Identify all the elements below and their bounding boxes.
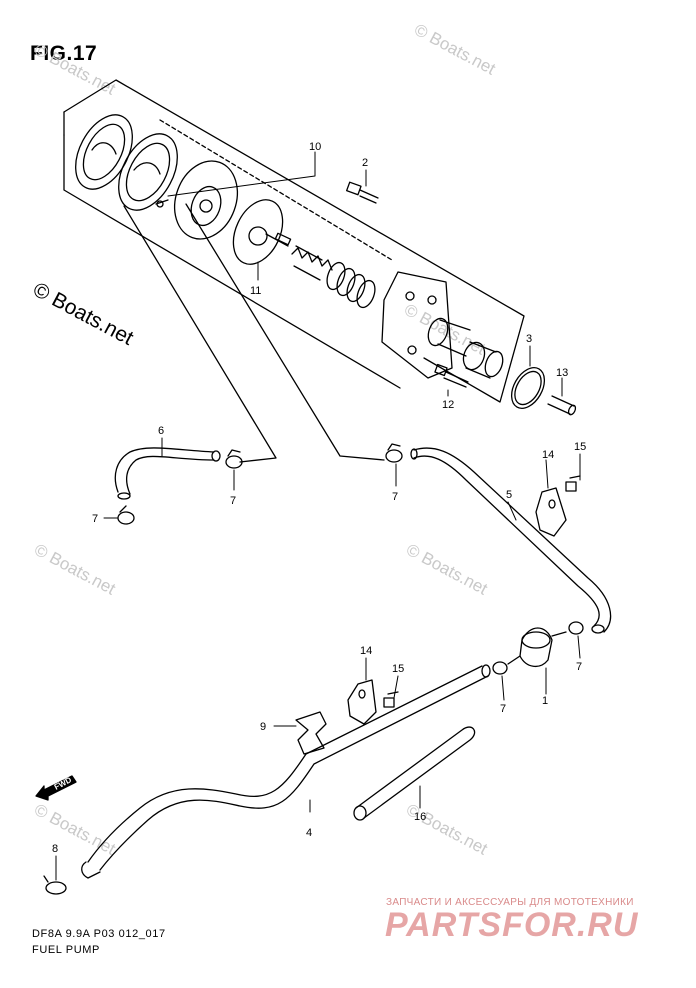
leader-lines (123, 203, 385, 463)
bracket-14b (347, 679, 377, 725)
pump-cover-part (381, 271, 471, 379)
callout-6: 6 (158, 425, 164, 437)
callout-9: 9 (260, 721, 266, 733)
o-ring-part (510, 367, 546, 409)
footer-part-name: FUEL PUMP (32, 944, 100, 956)
callout-15a: 15 (574, 441, 586, 453)
screw-12 (434, 363, 469, 388)
callout-13: 13 (556, 367, 568, 379)
callout-7b: 7 (92, 513, 98, 525)
clamp-7e (492, 661, 508, 675)
diaphragm-stem-part (232, 199, 292, 265)
callout-12: 12 (442, 399, 454, 411)
hose-16-part (353, 726, 476, 821)
callout-14b: 14 (360, 645, 372, 657)
pin-part (547, 395, 577, 416)
shop-logo: PARTSFOR.RU (385, 906, 639, 944)
screw-2 (346, 181, 379, 204)
callout-7a: 7 (230, 495, 236, 507)
footer-model-code: DF8A 9.9A P03 012_017 (32, 928, 166, 940)
callout-7d: 7 (576, 661, 582, 673)
clamp-7d (568, 621, 584, 635)
callout-1: 1 (542, 695, 548, 707)
figure-title: FIG.17 (30, 42, 98, 65)
callout-leaders (55, 151, 581, 881)
callout-7e: 7 (500, 703, 506, 715)
hose-5-part (410, 447, 612, 634)
shop-tagline: ЗАПЧАСТИ И АКСЕССУАРЫ ДЛЯ МОТОТЕХНИКИ (386, 897, 634, 908)
hose-4-part (81, 664, 491, 879)
clamp-7b (117, 505, 135, 525)
fwd-direction-marker (35, 775, 77, 801)
callout-15b: 15 (392, 663, 404, 675)
fuel-filter-part (507, 627, 567, 667)
callout-4: 4 (306, 827, 312, 839)
callout-labels: 10 2 11 3 13 12 6 7 7 7 15 14 5 7 1 7 14… (52, 141, 586, 855)
clip-9 (295, 711, 327, 755)
clamp-7a (225, 449, 243, 469)
gasket-plate-part (75, 114, 133, 190)
callout-7c: 7 (392, 491, 398, 503)
callout-11: 11 (250, 285, 261, 297)
callout-14a: 14 (542, 449, 554, 461)
assembly-outline (63, 79, 525, 403)
diaphragm-part (118, 133, 178, 211)
callout-5: 5 (506, 489, 512, 501)
callout-8: 8 (52, 843, 58, 855)
callout-3: 3 (526, 333, 532, 345)
large-spring (326, 261, 376, 309)
bracket-14a (535, 487, 567, 537)
callout-10: 10 (309, 141, 321, 153)
small-spring (291, 245, 333, 281)
clamp-7c (385, 443, 403, 463)
callout-16: 16 (414, 811, 426, 823)
callout-2: 2 (362, 157, 368, 169)
bolt-15a (565, 475, 581, 492)
hose-6-part (114, 447, 221, 500)
clamp-8 (43, 875, 67, 895)
plunger-part (462, 341, 504, 379)
o-ring-inner (514, 370, 542, 406)
bolt-15b (383, 691, 399, 708)
